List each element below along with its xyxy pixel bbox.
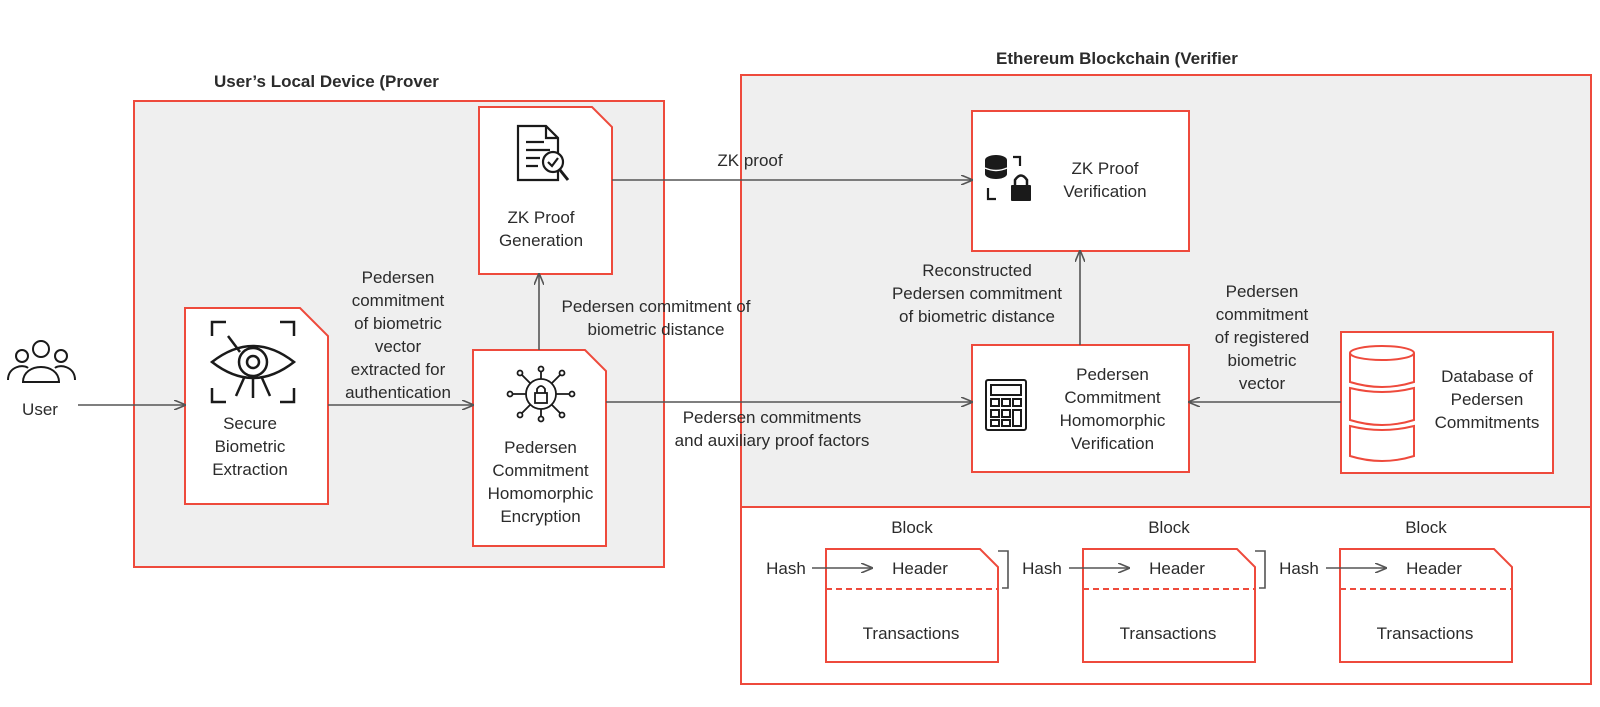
calculator-icon — [985, 379, 1027, 431]
database-label: Database of Pedersen Commitments — [1434, 367, 1540, 432]
block-2-body: Transactions — [1119, 624, 1217, 643]
hom-ver-label: Pedersen Commitment Homomorphic Verifica… — [1059, 365, 1166, 453]
block-1-body: Transactions — [862, 624, 960, 643]
user-label: User — [22, 400, 58, 419]
block-2-title: Block — [1148, 518, 1190, 537]
prover-title: User’s Local Device (Prover — [214, 72, 439, 91]
hash-label-2: Hash — [1022, 559, 1062, 578]
block-1-title: Block — [891, 518, 933, 537]
document-search-icon — [516, 124, 570, 182]
edge-label-commit-distance: Pedersen commitment of biometric distanc… — [561, 297, 751, 339]
database-icon — [1349, 345, 1415, 462]
edge-label-commitments-aux: Pedersen commitments and auxiliary proof… — [674, 408, 870, 450]
block-1 — [825, 548, 999, 663]
lock-network-icon — [506, 365, 576, 423]
proof-ver-box — [971, 110, 1190, 252]
edge-label-registered: Pedersen commitment of registered biomet… — [1214, 282, 1310, 393]
users-icon — [7, 340, 76, 383]
eye-scan-icon — [209, 320, 297, 404]
chain-link-2 — [1255, 550, 1266, 589]
edge-label-commit-vector: Pedersen commitment of biometric vector … — [345, 268, 451, 402]
encryption-box — [472, 349, 607, 547]
block-1-header: Header — [892, 559, 948, 578]
chain-link-1 — [998, 550, 1009, 589]
block-2-header: Header — [1149, 559, 1205, 578]
biometric-label: Secure Biometric Extraction — [212, 414, 288, 479]
hash-label-3: Hash — [1279, 559, 1319, 578]
block-3 — [1339, 548, 1513, 663]
block-3-body: Transactions — [1376, 624, 1474, 643]
edge-label-reconstructed: Reconstructed Pedersen commitment of bio… — [891, 261, 1063, 326]
hom-ver-box — [971, 344, 1190, 473]
encryption-label: Pedersen Commitment Homomorphic Encrypti… — [487, 438, 594, 526]
proof-ver-label: ZK Proof Verification — [1063, 159, 1147, 201]
edge-label-zk-proof: ZK proof — [717, 151, 783, 170]
block-3-header: Header — [1406, 559, 1462, 578]
block-3-title: Block — [1405, 518, 1447, 537]
verifier-title: Ethereum Blockchain (Verifier — [996, 49, 1238, 68]
block-2 — [1082, 548, 1256, 663]
database-lock-icon — [984, 155, 1031, 201]
proof-gen-box — [478, 106, 613, 275]
proof-gen-label: ZK Proof Generation — [498, 208, 584, 250]
hash-label-1: Hash — [766, 559, 806, 578]
